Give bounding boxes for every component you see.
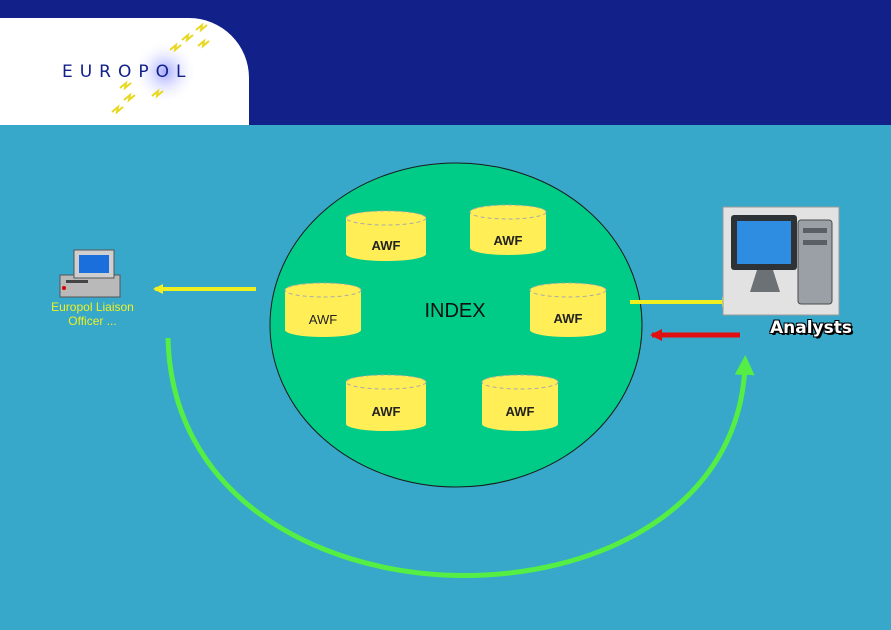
logo-panel <box>0 18 249 125</box>
awf-label-1: AWF <box>371 238 401 253</box>
officer-label: Europol Liaison Officer ... <box>51 300 134 328</box>
awf-database-5 <box>345 374 427 431</box>
awf-database-3 <box>284 282 362 337</box>
index-label: INDEX <box>424 300 486 322</box>
awf-label-4: AWF <box>553 311 583 326</box>
green-return-arc <box>165 337 755 578</box>
awf-label-2: AWF <box>493 233 523 248</box>
analysts-label: Analysts <box>770 318 853 338</box>
awf-label-5: AWF <box>371 404 401 419</box>
awf-label-3: AWF <box>308 312 338 327</box>
monitor-computer-icon <box>722 206 840 316</box>
europol-logo-text: EUROPOL <box>62 62 193 82</box>
awf-database-4 <box>529 282 607 337</box>
logo-stars-icon <box>111 22 210 115</box>
awf-database-6 <box>481 374 559 431</box>
awf-database-1 <box>345 210 427 261</box>
desktop-computer-icon <box>59 249 121 298</box>
awf-label-6: AWF <box>505 404 535 419</box>
awf-database-2 <box>469 204 547 255</box>
